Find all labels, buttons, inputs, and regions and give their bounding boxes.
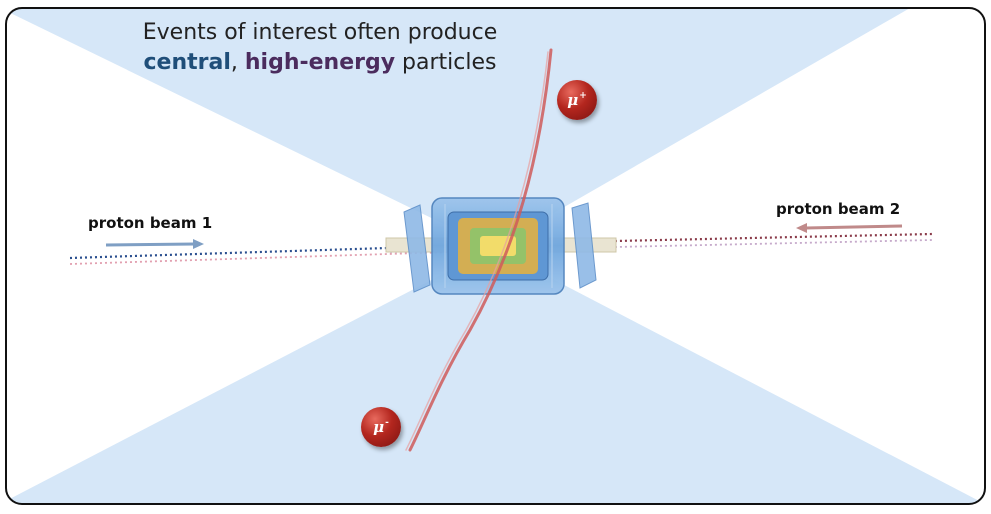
muon-minus-symbol: μ bbox=[373, 418, 385, 436]
beam2-label: proton beam 2 bbox=[776, 200, 901, 218]
title-separator: , bbox=[230, 50, 238, 75]
muon-minus-charge: - bbox=[385, 418, 389, 428]
muon-minus-badge: μ- bbox=[361, 407, 401, 447]
beam1-label: proton beam 1 bbox=[88, 214, 213, 232]
muon-track bbox=[408, 48, 553, 452]
beam1-arrow bbox=[105, 239, 204, 249]
central-region-bottom bbox=[6, 248, 985, 504]
beam2-arrow bbox=[796, 223, 903, 233]
muon-track-glow bbox=[405, 51, 549, 451]
title-rest: particles bbox=[395, 50, 497, 75]
muon-plus-charge: + bbox=[579, 91, 587, 101]
title-line-2: central, high-energy particles bbox=[0, 50, 640, 75]
title-high-energy: high-energy bbox=[244, 50, 396, 75]
muon-plus-badge: μ+ bbox=[557, 80, 597, 120]
title-line-1: Events of interest often produce bbox=[142, 20, 498, 45]
title-central: central bbox=[143, 50, 231, 75]
muon-plus-symbol: μ bbox=[567, 91, 579, 109]
detector bbox=[385, 197, 617, 295]
diagram-border bbox=[5, 7, 986, 505]
central-region-top bbox=[6, 8, 910, 248]
